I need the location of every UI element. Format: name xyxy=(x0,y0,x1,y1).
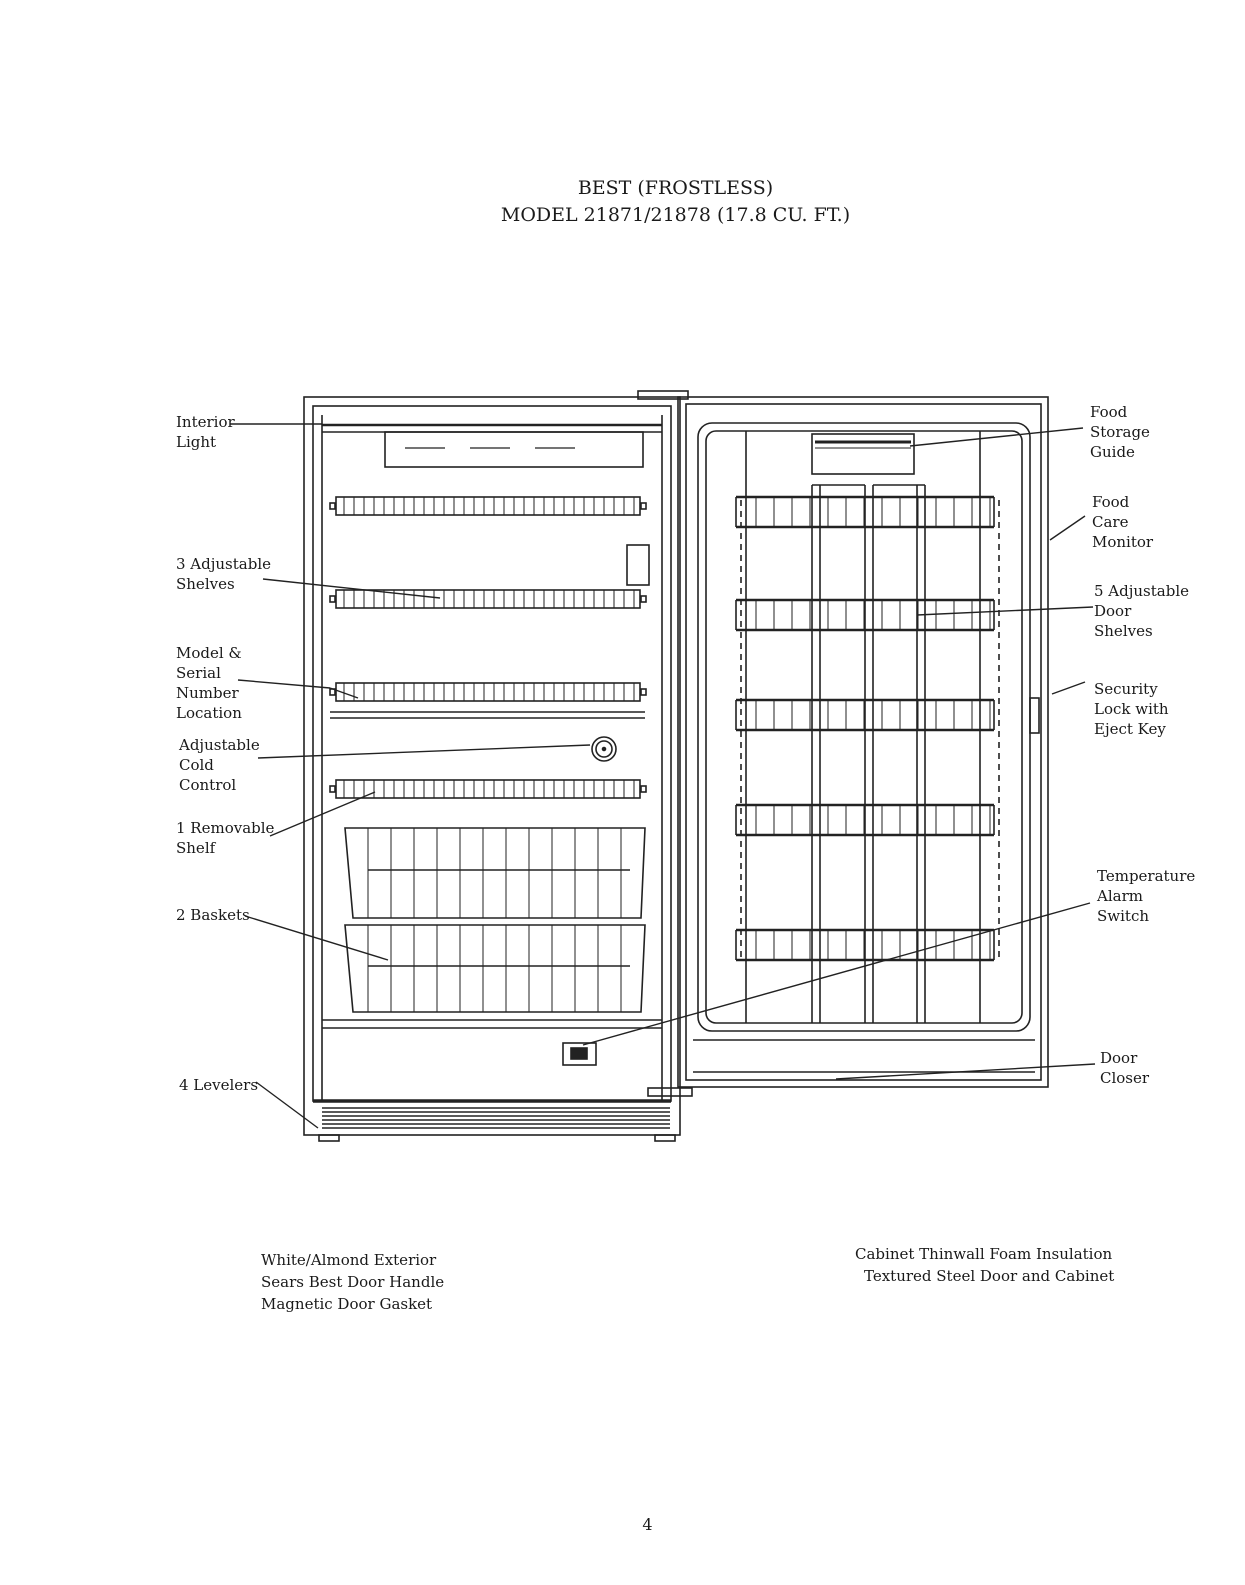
shelf-2 xyxy=(329,589,647,609)
leader-lines xyxy=(230,423,1096,1129)
label-food-care-monitor: Food Care Monitor xyxy=(1092,493,1154,551)
label-baskets: 2 Baskets xyxy=(176,906,250,924)
door-shelf-5 xyxy=(735,928,995,962)
page-number: 4 xyxy=(642,1515,653,1534)
feature-item: Textured Steel Door and Cabinet xyxy=(864,1267,1115,1285)
shelf-3 xyxy=(329,682,647,702)
label-security-lock: Security Lock with Eject Key xyxy=(1094,680,1169,738)
label-food-storage-guide: Food Storage Guide xyxy=(1090,403,1150,461)
basket-upper xyxy=(344,827,646,919)
door-shelf-2 xyxy=(735,598,995,632)
door-shelf-1 xyxy=(735,495,995,529)
label-interior-light: Interior Light xyxy=(176,413,235,451)
label-temperature-alarm: Temperature Alarm Switch xyxy=(1097,867,1196,925)
label-door-shelves: 5 Adjustable Door Shelves xyxy=(1094,582,1190,640)
title-line-2: MODEL 21871/21878 (17.8 CU. FT.) xyxy=(500,204,851,226)
removable-shelf xyxy=(329,779,647,799)
title-line-1: BEST (FROSTLESS) xyxy=(577,177,774,199)
label-removable-shelf: 1 Removable Shelf xyxy=(176,819,275,857)
cabinet xyxy=(303,390,693,1142)
cold-control-knob-icon xyxy=(591,736,617,762)
label-levelers: 4 Levelers xyxy=(179,1076,259,1094)
features-left: White/Almond Exterior Sears Best Door Ha… xyxy=(261,1249,444,1315)
basket-lower xyxy=(344,924,646,1013)
features-right: Cabinet Thinwall Foam Insulation Texture… xyxy=(855,1243,1114,1287)
door xyxy=(677,396,1049,1088)
label-door-closer: Door Closer xyxy=(1100,1049,1150,1087)
shelf-1 xyxy=(329,496,647,516)
feature-item: White/Almond Exterior xyxy=(261,1251,437,1269)
door-shelf-3 xyxy=(735,698,995,732)
label-adjustable-shelves: 3 Adjustable Shelves xyxy=(176,555,272,593)
feature-item: Sears Best Door Handle xyxy=(261,1273,445,1291)
door-shelf-4 xyxy=(735,803,995,837)
lock-icon xyxy=(1029,697,1040,734)
label-cold-control: Adjustable Cold Control xyxy=(179,736,260,794)
feature-item: Cabinet Thinwall Foam Insulation xyxy=(855,1245,1113,1263)
alarm-switch-icon xyxy=(562,1042,597,1066)
feature-item: Magnetic Door Gasket xyxy=(261,1295,433,1313)
label-model-serial-location: Model & Serial Number Location xyxy=(176,644,242,722)
